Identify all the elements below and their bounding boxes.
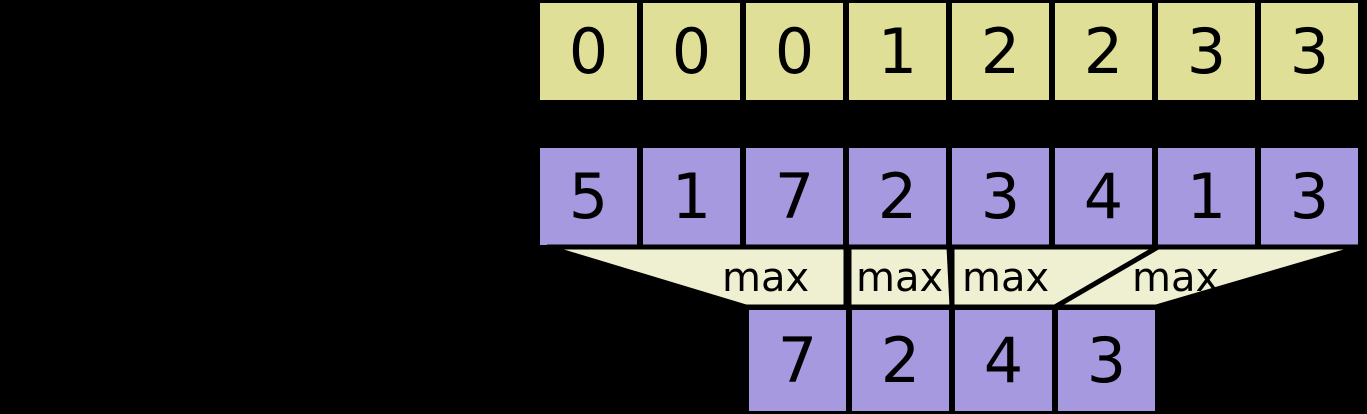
index-cell: 2	[949, 0, 1052, 103]
input-value-cell: 7	[743, 145, 846, 248]
pooling-index-row: 0 0 0 1 2 2 3 3	[537, 0, 1361, 103]
index-cell: 2	[1052, 0, 1155, 103]
input-value-cell: 1	[1155, 145, 1258, 248]
output-value-cell: 3	[1055, 307, 1158, 414]
index-cell: 3	[1258, 0, 1361, 103]
pooled-output-row: 7 2 4 3	[746, 307, 1158, 414]
index-cell: 0	[537, 0, 640, 103]
max-label: max	[722, 255, 810, 301]
index-cell: 0	[743, 0, 846, 103]
index-cell: 0	[640, 0, 743, 103]
input-value-cell: 5	[537, 145, 640, 248]
input-value-cell: 3	[1258, 145, 1361, 248]
index-cell: 1	[846, 0, 949, 103]
output-value-cell: 4	[952, 307, 1055, 414]
output-value-cell: 2	[849, 307, 952, 414]
index-cell: 3	[1155, 0, 1258, 103]
output-value-cell: 7	[746, 307, 849, 414]
input-value-row: 5 1 7 2 3 4 1 3	[537, 145, 1361, 248]
input-value-cell: 3	[949, 145, 1052, 248]
input-value-cell: 1	[640, 145, 743, 248]
input-value-cell: 2	[846, 145, 949, 248]
input-value-cell: 4	[1052, 145, 1155, 248]
max-label: max	[856, 255, 944, 301]
max-label: max	[962, 255, 1050, 301]
max-label: max	[1132, 255, 1220, 301]
